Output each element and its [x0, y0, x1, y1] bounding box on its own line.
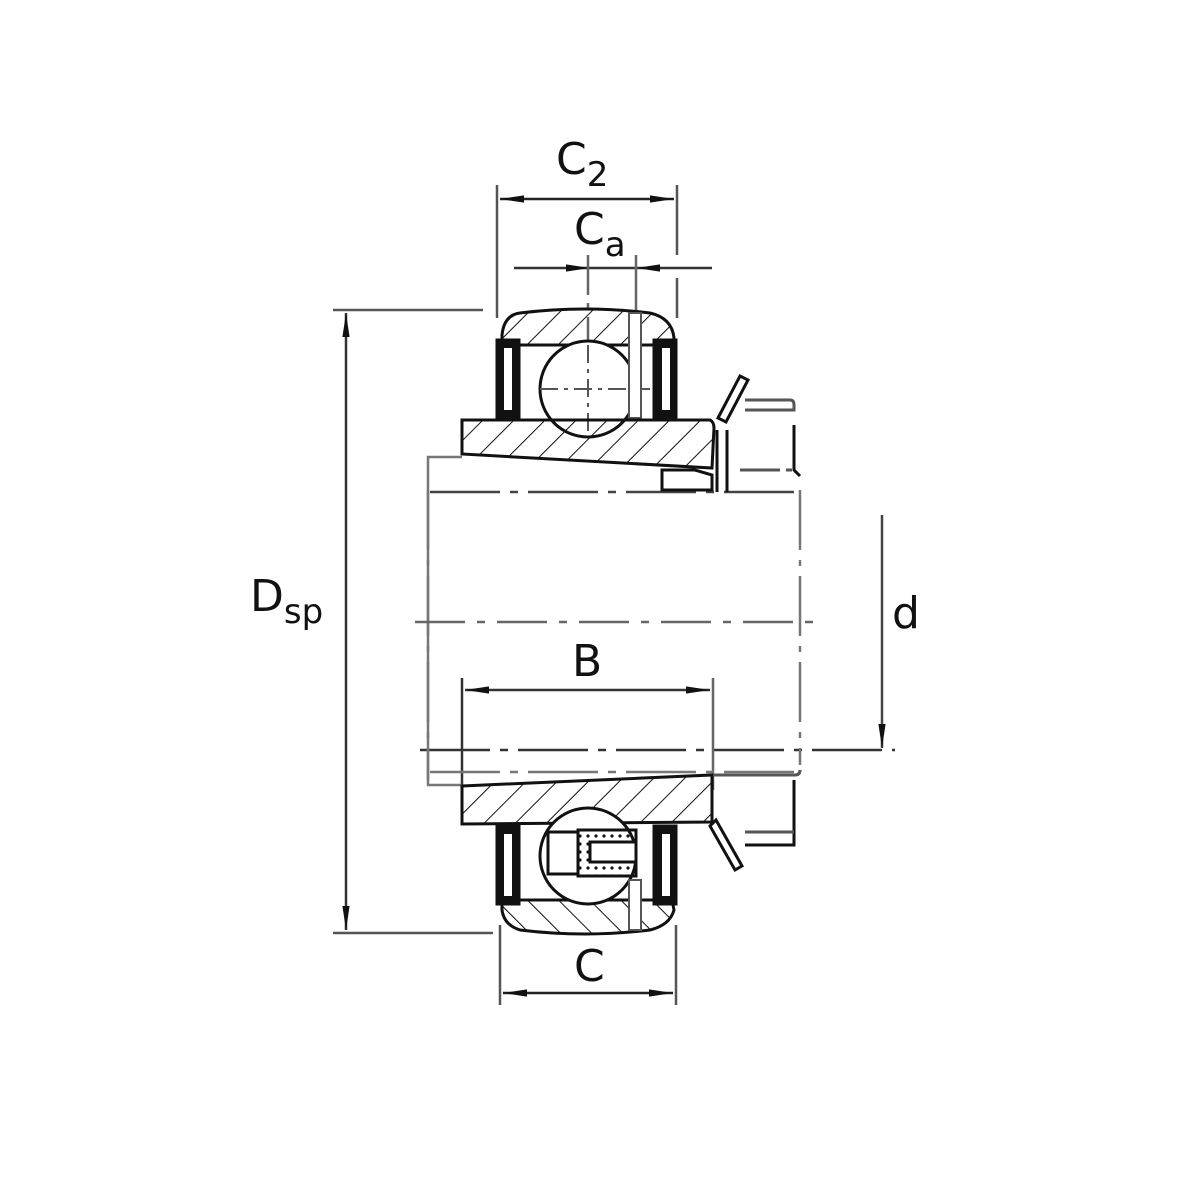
label-ca: Ca: [574, 208, 626, 265]
label-dsp-main: D: [250, 571, 284, 622]
label-b-main: B: [572, 636, 603, 687]
label-d-main: d: [892, 588, 920, 639]
label-dsp: Dsp: [250, 575, 324, 632]
label-b: B: [572, 640, 602, 684]
label-c2-main: C: [556, 134, 587, 185]
dim-d: [420, 515, 895, 752]
label-c: C: [574, 945, 605, 989]
label-c2-sub: 2: [586, 155, 609, 195]
lower-section: [460, 769, 802, 936]
label-dsp-sub: sp: [283, 592, 324, 632]
label-c2: C2: [556, 138, 609, 195]
label-d: d: [892, 592, 920, 636]
upper-section: [460, 307, 802, 492]
label-ca-main: C: [574, 204, 605, 255]
label-c-main: C: [574, 941, 605, 992]
shaft-outline: [415, 455, 815, 787]
dim-c: [498, 925, 678, 1005]
dim-c2: [495, 185, 679, 318]
dim-dsp: [333, 308, 493, 935]
label-ca-sub: a: [604, 225, 626, 265]
